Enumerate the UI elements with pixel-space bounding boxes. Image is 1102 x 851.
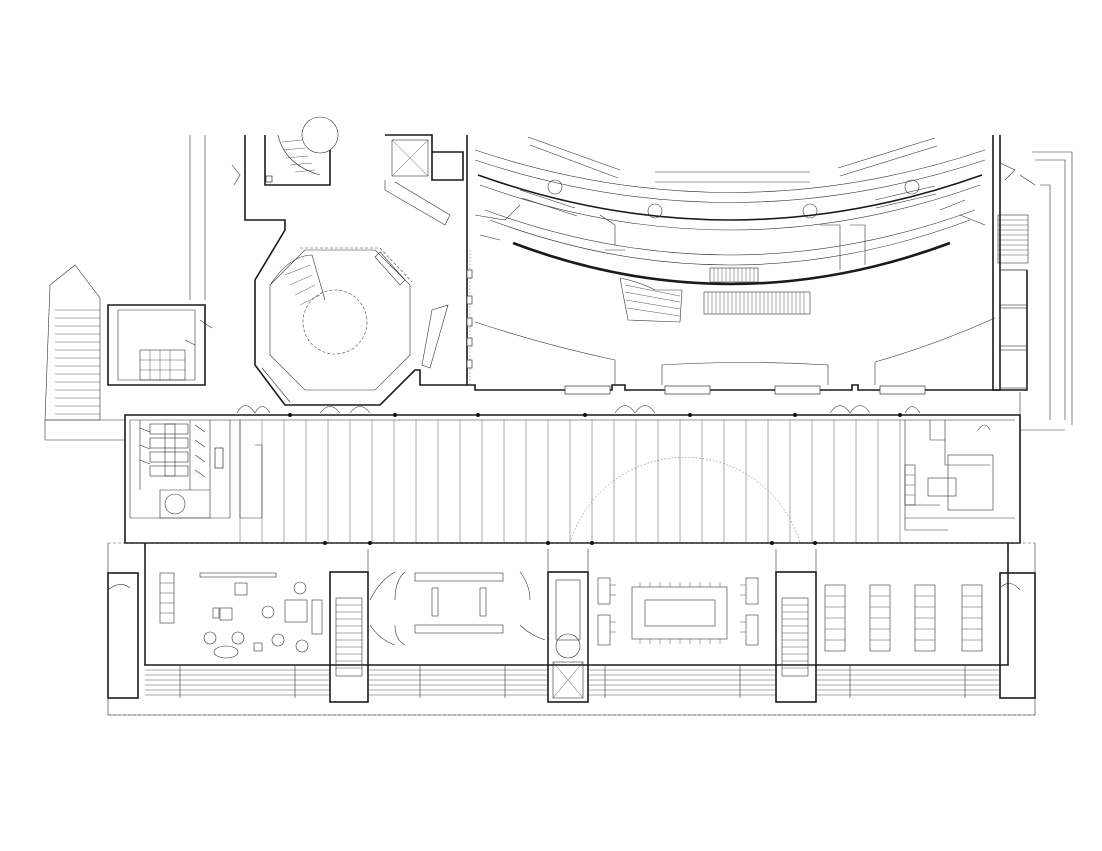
stair-core-3	[775, 571, 817, 703]
auditorium-stair	[619, 267, 811, 323]
seating-rows	[474, 149, 986, 286]
auditorium	[466, 135, 1028, 395]
column	[802, 203, 818, 219]
octagon-room	[261, 247, 449, 403]
boardroom	[597, 577, 759, 646]
left-tower	[107, 572, 139, 699]
column	[547, 179, 563, 195]
foyer	[108, 405, 1035, 545]
column	[904, 179, 920, 195]
column	[647, 203, 663, 219]
small-stair-room	[107, 304, 213, 386]
restrooms	[129, 420, 263, 519]
seat-blocks	[519, 136, 938, 217]
lounge-furniture	[159, 572, 323, 659]
central-hall	[369, 571, 546, 646]
right-tower	[999, 572, 1036, 699]
upper-left-wing	[189, 116, 467, 406]
toilet-cubicles	[139, 423, 206, 478]
cafe-bar	[904, 420, 1015, 531]
stair-core-1	[329, 571, 369, 703]
structural-columns	[288, 413, 902, 545]
left-ramp	[44, 264, 126, 441]
spiral-stair	[264, 116, 339, 186]
classroom-tables	[824, 584, 983, 652]
lower-wing	[107, 543, 1036, 716]
stair-core-2	[547, 571, 589, 703]
floor-stripes	[239, 420, 901, 543]
right-service-rooms	[997, 151, 1073, 431]
